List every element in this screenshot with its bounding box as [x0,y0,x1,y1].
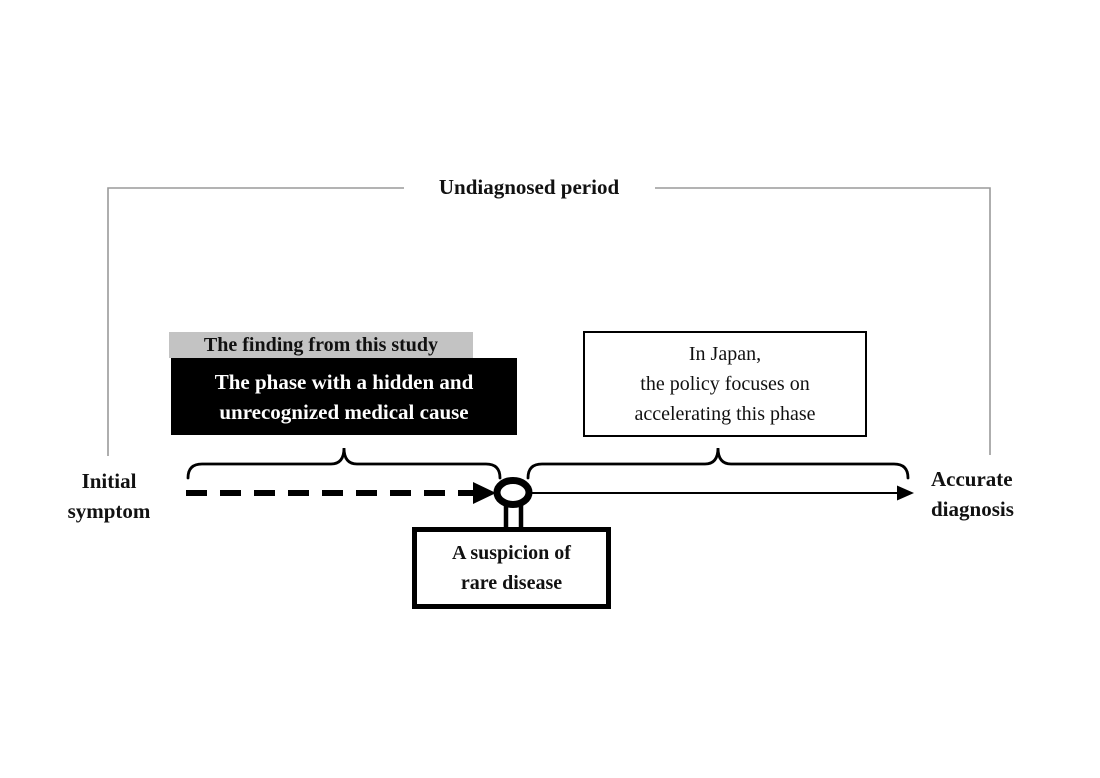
finding-label: The finding from this study [169,332,473,358]
suspicion-box: A suspicion of rare disease [412,527,611,609]
diagram-title: Undiagnosed period [438,175,620,199]
accurate-diagnosis-line-1: Accurate [931,467,1013,491]
dashed-phase-arrowhead-icon [473,482,496,504]
hidden-phase-line-2: unrecognized medical cause [219,399,469,424]
hidden-phase-box: The phase with a hidden and unrecognized… [171,358,517,435]
right-phase-brace [526,447,910,480]
japan-policy-line-3: accelerating this phase [634,403,816,425]
japan-policy-box: In Japan, the policy focuses on accelera… [583,331,867,437]
initial-symptom-line-1: Initial [81,469,137,493]
initial-symptom-line-2: symptom [67,499,151,523]
solid-phase-arrowhead-icon [897,485,914,501]
accurate-diagnosis-line-2: diagnosis [931,497,1014,521]
japan-policy-line-2: the policy focuses on [640,373,810,395]
suspicion-line-1: A suspicion of [452,542,571,564]
initial-symptom-label: Initial symptom [38,466,180,526]
hidden-phase-line-1: The phase with a hidden and [214,369,474,394]
suspicion-line-2: rare disease [460,572,563,594]
left-phase-brace [186,447,502,480]
accurate-diagnosis-label: Accurate diagnosis [931,464,1071,524]
undiagnosed-period-bracket-left [107,187,404,456]
suspicion-marker-circle [493,477,533,508]
japan-policy-line-1: In Japan, [688,343,762,365]
undiagnosed-period-bracket-right [655,187,991,455]
